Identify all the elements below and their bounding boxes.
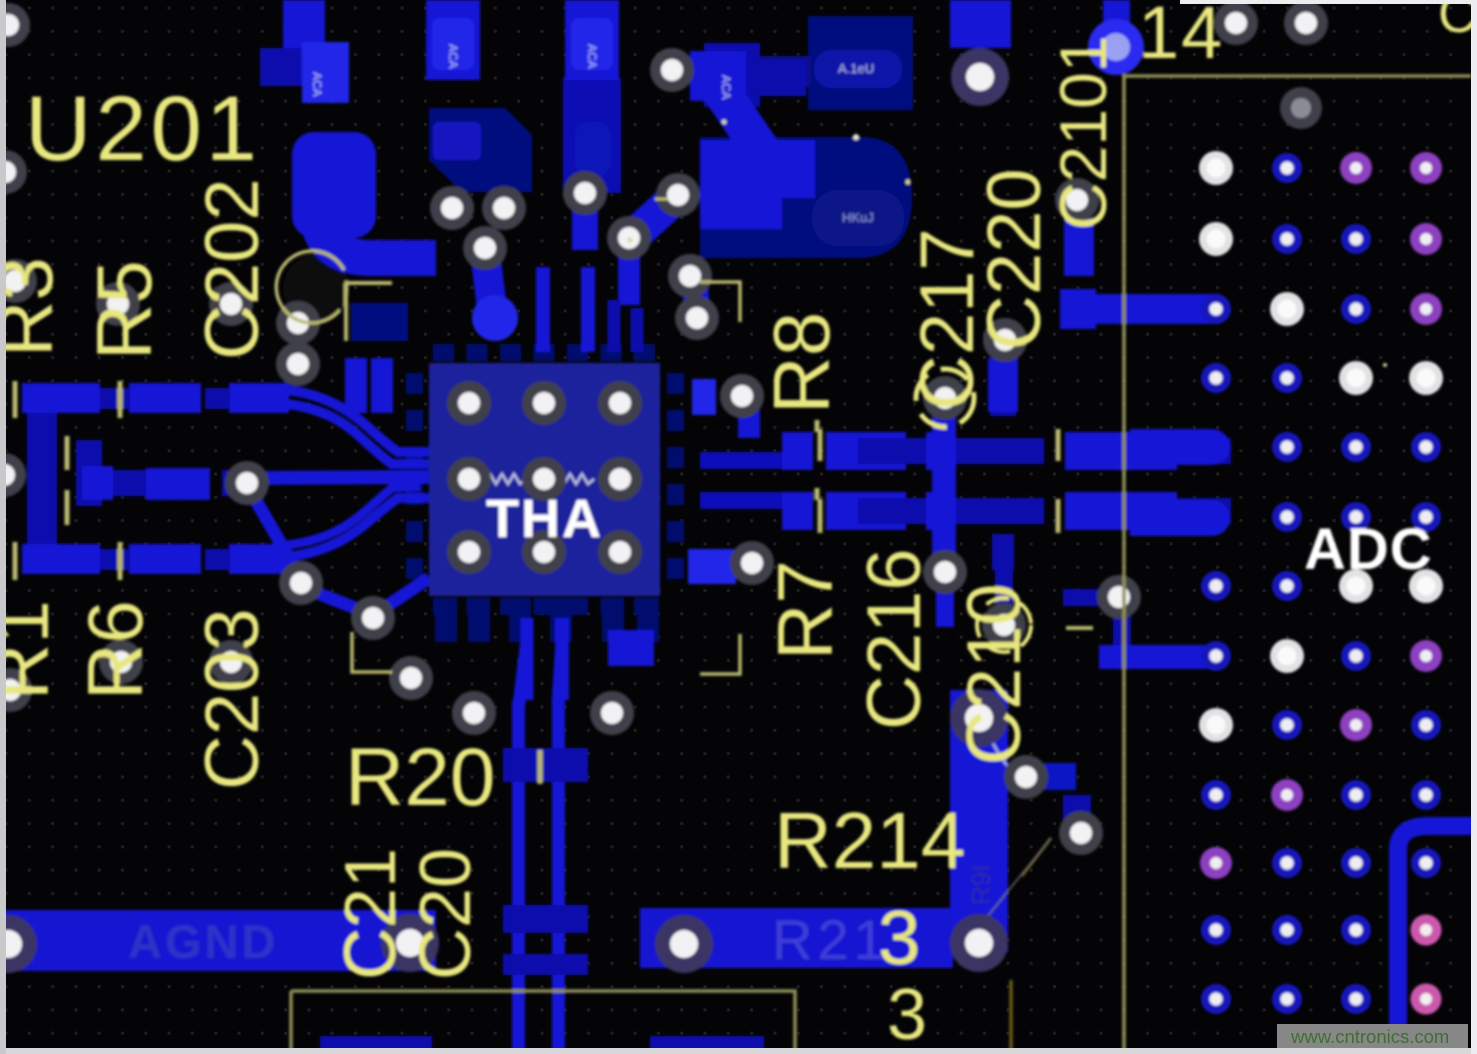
svg-text:C216: C216 <box>852 548 937 730</box>
svg-text:HKuJ: HKuJ <box>842 210 874 225</box>
svg-text:C: C <box>1438 0 1477 44</box>
svg-text:R9I: R9I <box>966 865 996 905</box>
svg-text:A.1eU: A.1eU <box>838 61 874 76</box>
svg-text:ACA: ACA <box>310 72 324 97</box>
svg-text:U201: U201 <box>25 78 261 180</box>
svg-text:R1: R1 <box>0 600 65 700</box>
svg-text:C20: C20 <box>406 848 486 980</box>
svg-text:C217: C217 <box>905 228 990 410</box>
svg-text:14: 14 <box>1138 0 1224 74</box>
svg-text:R21: R21 <box>772 908 890 971</box>
svg-text:R7: R7 <box>761 560 849 660</box>
svg-text:C202: C202 <box>190 178 275 360</box>
svg-text:C2101: C2101 <box>1046 36 1120 231</box>
svg-text:C21: C21 <box>331 848 411 980</box>
svg-text:ACA: ACA <box>719 75 733 100</box>
svg-text:3: 3 <box>887 975 927 1054</box>
svg-text:R20: R20 <box>345 732 495 823</box>
svg-text:3: 3 <box>878 896 920 981</box>
svg-text:R5: R5 <box>80 260 168 360</box>
svg-text:C210: C210 <box>952 583 1037 765</box>
svg-text:R214: R214 <box>774 796 965 885</box>
svg-text:R3: R3 <box>0 257 69 357</box>
svg-text:AGND: AGND <box>128 915 278 968</box>
svg-text:C203: C203 <box>190 608 275 790</box>
svg-text:ACA: ACA <box>446 44 460 69</box>
svg-text:C220: C220 <box>972 168 1057 350</box>
svg-text:www.cntronics.com: www.cntronics.com <box>1290 1026 1449 1047</box>
svg-text:ADC: ADC <box>1304 517 1433 582</box>
svg-text:R6: R6 <box>71 600 159 700</box>
svg-text:R8: R8 <box>757 312 846 414</box>
svg-text:ACA: ACA <box>585 44 599 69</box>
svg-text:THA: THA <box>486 489 603 549</box>
